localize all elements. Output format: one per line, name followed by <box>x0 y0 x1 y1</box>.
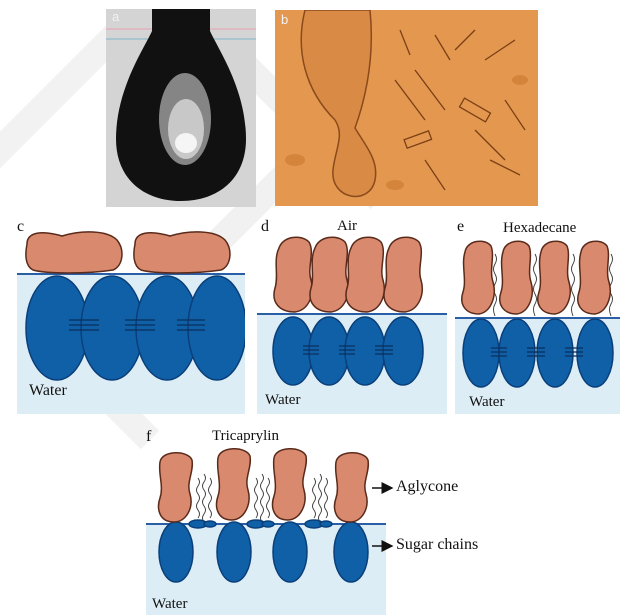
aglycone-label: Aglycone <box>396 478 458 496</box>
sugar-chains-label: Sugar chains <box>396 536 478 554</box>
